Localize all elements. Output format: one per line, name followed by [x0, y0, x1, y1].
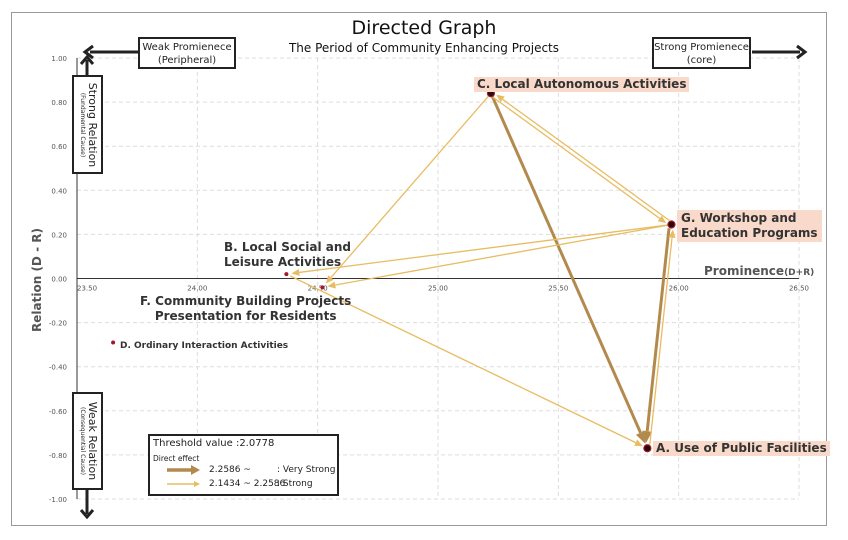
arrowhead-a-g [668, 229, 676, 238]
edge-g-a [645, 228, 671, 432]
x-axis-label-main: Prominence [704, 264, 785, 278]
y-tick-label: -1.00 [49, 496, 67, 504]
weak-relation-box: Weak Relation (Consequential Cause) [72, 392, 103, 490]
legend-very-strong-arrowhead [191, 465, 200, 475]
chart-frame [11, 12, 827, 526]
arrowhead-g-b [291, 268, 300, 276]
weak-relation-text: Weak Relation [85, 401, 99, 481]
edge-g-f [335, 224, 668, 286]
edge-c-a [491, 96, 642, 434]
legend-strong-arrowhead [194, 481, 200, 487]
x-axis-label-suffix: (D+R) [784, 268, 815, 278]
y-tick-label: 0.40 [51, 187, 67, 195]
y-tick-label: -0.40 [49, 364, 67, 372]
node-d [111, 340, 116, 345]
strong-prominence-box: Strong Promienece (core) [652, 37, 751, 69]
node-g [667, 220, 676, 229]
weak-prominence-box: Weak Promienece (Peripheral) [138, 37, 236, 69]
legend: Threshold value :2.0778 Direct effect 2.… [148, 434, 339, 496]
strong-prominence-text: Strong Promienece [654, 42, 749, 53]
legend-strong-range: 2.1434 ~ 2.2586 [209, 479, 286, 489]
node-b [284, 272, 289, 277]
y-tick-label: 0.00 [51, 276, 67, 284]
node-f [320, 285, 325, 290]
arrowhead-c-a [635, 430, 646, 444]
arrowhead-c-f [325, 275, 334, 284]
legend-strong-label: : Strong [277, 479, 313, 489]
node-label-a: A. Use of Public Facilities [653, 441, 830, 456]
chart-title: Directed Graph [351, 17, 497, 39]
x-tick-label: 23.50 [77, 285, 97, 293]
node-label-f: F. Community Building Projects Presentat… [140, 294, 352, 323]
y-tick-label: -0.80 [49, 452, 67, 460]
edge-c-f [330, 95, 489, 278]
weak-relation-sub: (Consequential Cause) [78, 406, 86, 476]
node-label-g: G. Workshop and Education Programs [677, 210, 822, 242]
edge-b-a [289, 275, 636, 444]
x-tick-label: 26.00 [669, 285, 689, 293]
strong-relation-box: Strong Relation (Fundamental Cause) [72, 75, 103, 174]
edge-c-g [492, 96, 661, 219]
arrowhead-g-c [496, 94, 505, 103]
node-label-d: D. Ordinary Interaction Activities [120, 341, 289, 351]
weak-prominence-text: Weak Promienece [142, 42, 232, 53]
strong-relation-text: Strong Relation [85, 82, 99, 167]
arrowhead-b-a [634, 439, 643, 447]
weak-relation-arrowhead [79, 509, 95, 520]
node-label-c: C. Local Autonomous Activities [474, 77, 690, 92]
node-a [643, 444, 652, 453]
legend-heading: Direct effect [153, 454, 200, 463]
y-tick-label: 0.20 [51, 231, 67, 239]
legend-threshold: Threshold value :2.0778 [153, 438, 275, 449]
strong-prominence-arrowhead [796, 44, 808, 60]
y-axis-label: Relation (D - R) [30, 228, 44, 332]
arrowhead-g-f [327, 281, 336, 289]
y-tick-label: -0.60 [49, 408, 67, 416]
node-label-b: B. Local Social and Leisure Activities [224, 240, 352, 269]
arrowhead-g-a [642, 430, 653, 444]
legend-very-strong-range: 2.2586 ~ [209, 465, 251, 475]
x-tick-label: 25.00 [428, 285, 448, 293]
y-tick-label: 0.60 [51, 143, 67, 151]
x-tick-label: 25.50 [548, 285, 568, 293]
y-tick-label: 0.80 [51, 99, 67, 107]
y-tick-label: -0.20 [49, 320, 67, 328]
chart-subtitle: The Period of Community Enhancing Projec… [288, 41, 560, 55]
x-tick-label: 24.00 [187, 285, 207, 293]
arrowhead-c-g [657, 215, 667, 224]
strong-relation-arrowhead [79, 54, 95, 65]
weak-prominence-sub: (Peripheral) [157, 55, 217, 66]
strong-prominence-sub: (core) [686, 55, 717, 66]
edge-g-c [502, 98, 670, 222]
x-axis-label: Prominence(D+R) [704, 264, 814, 278]
y-tick-label: 1.00 [51, 55, 67, 63]
x-tick-label: 26.50 [789, 285, 809, 293]
legend-very-strong-label: : Very Strong [277, 465, 336, 475]
strong-relation-sub: (Fundamental Cause) [78, 92, 86, 157]
legend-arrows [167, 465, 200, 487]
edge-g-b [299, 224, 668, 274]
edge-a-g [649, 237, 673, 445]
weak-prominence-arrowhead [82, 44, 94, 60]
